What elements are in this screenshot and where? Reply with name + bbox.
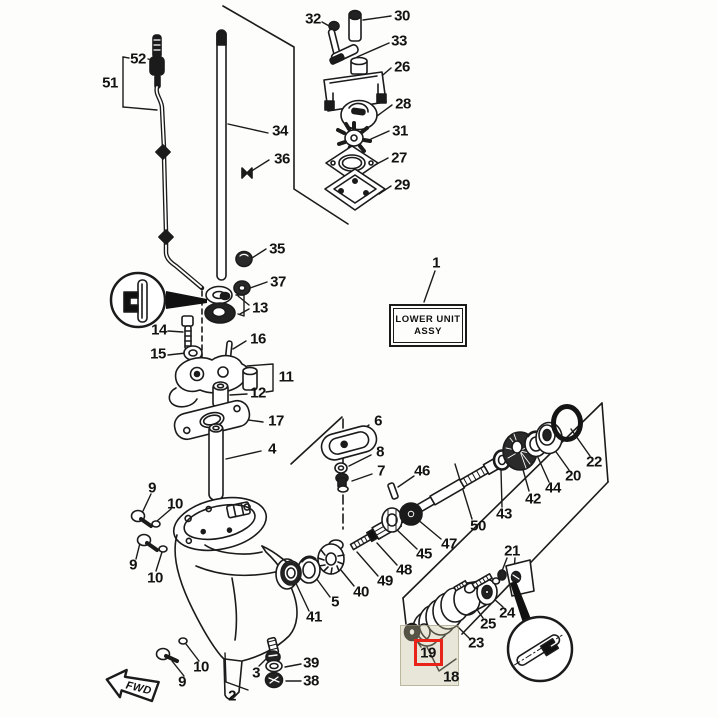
- callout-9: 9: [148, 479, 156, 497]
- callout-51: 51: [102, 74, 118, 92]
- prop-shaft-group: [280, 404, 583, 586]
- callout-33: 33: [391, 32, 407, 50]
- callout-14: 14: [151, 321, 167, 339]
- callout-9: 9: [129, 556, 137, 574]
- callout-47: 47: [441, 535, 457, 553]
- callout-45: 45: [416, 545, 432, 563]
- shift-rod-assembly: [149, 34, 205, 359]
- fwd-arrow: FWD: [105, 668, 160, 703]
- callout-43: 43: [496, 505, 512, 523]
- callout-3: 3: [252, 664, 260, 682]
- callout-6: 6: [374, 412, 382, 430]
- callout-52: 52: [130, 50, 146, 68]
- callout-42: 42: [525, 490, 541, 508]
- assembly-label-line2: ASSY: [414, 326, 442, 337]
- detail-circle-right: [506, 581, 574, 683]
- callout-39: 39: [303, 654, 319, 672]
- assembly-label-box-inner: LOWER UNIT ASSY: [393, 308, 463, 343]
- callout-15: 15: [150, 345, 166, 363]
- callout-38: 38: [303, 672, 319, 690]
- callout-50: 50: [470, 517, 486, 535]
- callout-11: 11: [278, 368, 294, 386]
- callout-10: 10: [167, 495, 183, 513]
- callout-10: 10: [193, 658, 209, 676]
- callout-22: 22: [586, 453, 602, 471]
- selection-overlay: [400, 625, 459, 686]
- callout-37: 37: [270, 273, 286, 291]
- callout-13: 13: [252, 299, 268, 317]
- highlight-box-part-19[interactable]: [414, 639, 443, 666]
- callout-29: 29: [394, 176, 410, 194]
- detail-circle-left: [109, 271, 207, 329]
- callout-32: 32: [305, 10, 321, 28]
- callout-36: 36: [274, 150, 290, 168]
- water-pump-boundary: [222, 5, 349, 225]
- drive-shaft-34: [216, 29, 253, 296]
- callout-8: 8: [376, 443, 384, 461]
- callout-1: 1: [432, 254, 440, 272]
- callout-21: 21: [504, 542, 520, 560]
- callout-23: 23: [468, 634, 484, 652]
- callout-28: 28: [395, 95, 411, 113]
- callout-18: 18: [443, 668, 459, 686]
- pinion-gear-40: [317, 539, 345, 575]
- callout-5: 5: [331, 593, 339, 611]
- callout-35: 35: [269, 240, 285, 258]
- callout-4: 4: [268, 440, 276, 458]
- callout-24: 24: [499, 604, 515, 622]
- callout-31: 31: [392, 122, 408, 140]
- callout-10: 10: [147, 569, 163, 587]
- callout-40: 40: [353, 583, 369, 601]
- callout-34: 34: [272, 122, 288, 140]
- callout-20: 20: [565, 467, 581, 485]
- leader-lines: [122, 15, 591, 691]
- callout-9: 9: [178, 673, 186, 691]
- callout-30: 30: [394, 7, 410, 25]
- callout-19: 19: [420, 644, 436, 662]
- callout-26: 26: [394, 58, 410, 76]
- callout-25: 25: [480, 615, 496, 633]
- callout-49: 49: [377, 572, 393, 590]
- gear-case-fasteners: [130, 509, 284, 689]
- callout-17: 17: [268, 412, 284, 430]
- assembly-label-box: LOWER UNIT ASSY: [389, 304, 467, 347]
- callout-12: 12: [250, 384, 266, 402]
- callout-7: 7: [377, 462, 385, 480]
- callout-27: 27: [391, 149, 407, 167]
- anode-group: [320, 425, 378, 493]
- callout-46: 46: [414, 462, 430, 480]
- callout-16: 16: [250, 330, 266, 348]
- callout-41: 41: [306, 608, 322, 626]
- water-pump-parts: [323, 9, 387, 211]
- impeller-31: [336, 121, 372, 154]
- assembly-label-line1: LOWER UNIT: [395, 313, 461, 325]
- callout-44: 44: [545, 479, 561, 497]
- callout-2: 2: [228, 687, 236, 705]
- shift-cam-parts: [168, 285, 258, 501]
- callout-48: 48: [396, 561, 412, 579]
